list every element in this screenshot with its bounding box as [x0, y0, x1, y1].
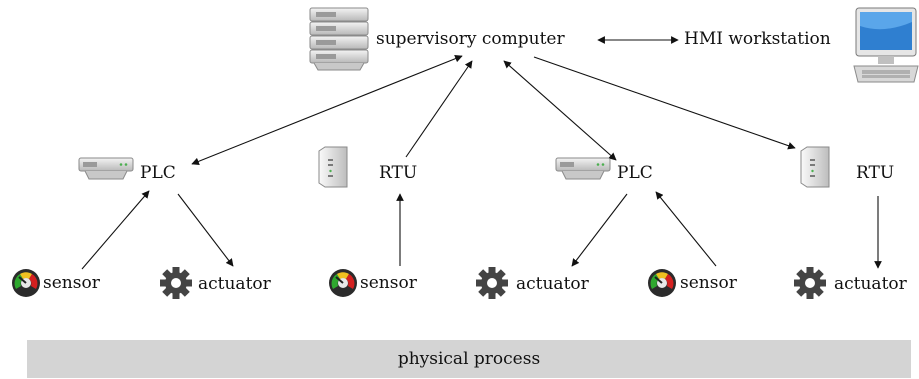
- edge-supervisory-plc1: [191, 54, 463, 166]
- edge-rtu1-supervisory: [405, 60, 473, 158]
- plc-label: PLC: [140, 163, 176, 183]
- actuator-label: actuator: [834, 274, 907, 294]
- tower-server-icon: [318, 146, 348, 188]
- tower-server-icon: [800, 146, 830, 188]
- physical-process-label: physical process: [397, 349, 541, 369]
- actuator-label: actuator: [198, 274, 271, 294]
- rack-server-icon: [78, 157, 134, 180]
- desktop-computer-icon: [853, 7, 919, 83]
- rtu-label: RTU: [379, 163, 418, 183]
- sensor-label: sensor: [43, 273, 100, 293]
- sensor-label: sensor: [680, 273, 737, 293]
- rack-server-icon: [555, 157, 611, 180]
- edge-supervisory-rtu2: [533, 56, 796, 150]
- physical-process-bar: physical process: [27, 340, 911, 378]
- gauge-icon: [328, 268, 358, 298]
- plc-label: PLC: [617, 163, 653, 183]
- gauge-icon: [647, 268, 677, 298]
- rtu-label: RTU: [856, 163, 895, 183]
- actuator-label: actuator: [516, 274, 589, 294]
- edge-sensor3-plc2: [655, 191, 717, 267]
- edge-supervisory-plc2: [503, 60, 617, 161]
- supervisory-computer-label: supervisory computer: [376, 29, 565, 49]
- edge-sensor1-plc1: [81, 190, 150, 270]
- server-rack-icon: [309, 7, 369, 71]
- edge-plc2-actuator2: [571, 193, 628, 267]
- gauge-icon: [11, 268, 41, 298]
- gear-icon: [794, 267, 826, 299]
- connections: [81, 36, 882, 270]
- gear-icon: [476, 267, 508, 299]
- hmi-workstation-label: HMI workstation: [684, 29, 831, 49]
- sensor-label: sensor: [360, 273, 417, 293]
- edge-plc1-actuator1: [177, 193, 234, 267]
- gear-icon: [160, 267, 192, 299]
